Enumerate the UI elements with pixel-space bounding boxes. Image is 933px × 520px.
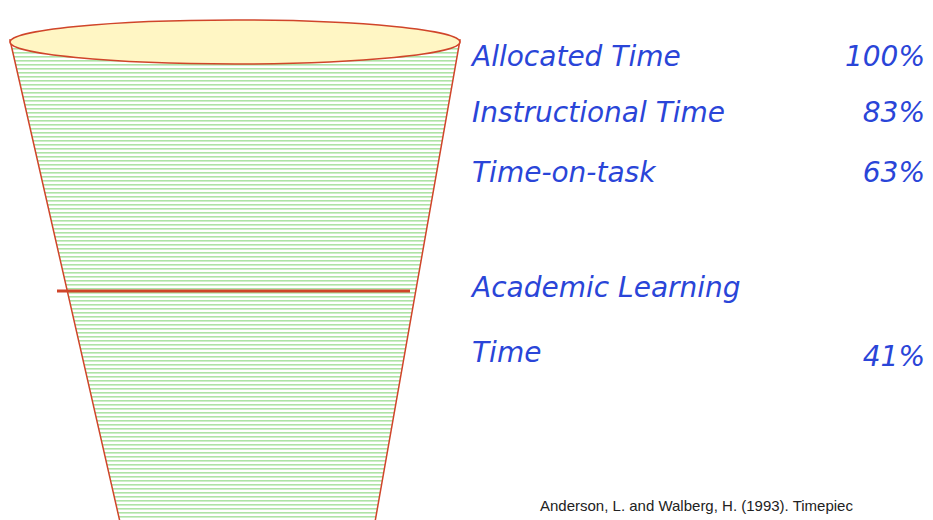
row-label: Academic Learning Time: [472, 255, 792, 385]
row-label: Instructional Time: [472, 96, 725, 129]
percent-value: 100%: [845, 40, 925, 73]
percent-value: 41%: [863, 340, 925, 373]
citation-note: Anderson, L. and Walberg, H. (1993). Tim…: [540, 497, 853, 514]
percent-value: 63%: [863, 156, 925, 189]
funnel-top: [10, 20, 460, 64]
funnel-body: [10, 40, 460, 520]
row-label: Time-on-task: [472, 156, 655, 189]
divider-line: [57, 290, 410, 293]
row-label: Allocated Time: [472, 40, 681, 73]
percent-value: 83%: [863, 96, 925, 129]
